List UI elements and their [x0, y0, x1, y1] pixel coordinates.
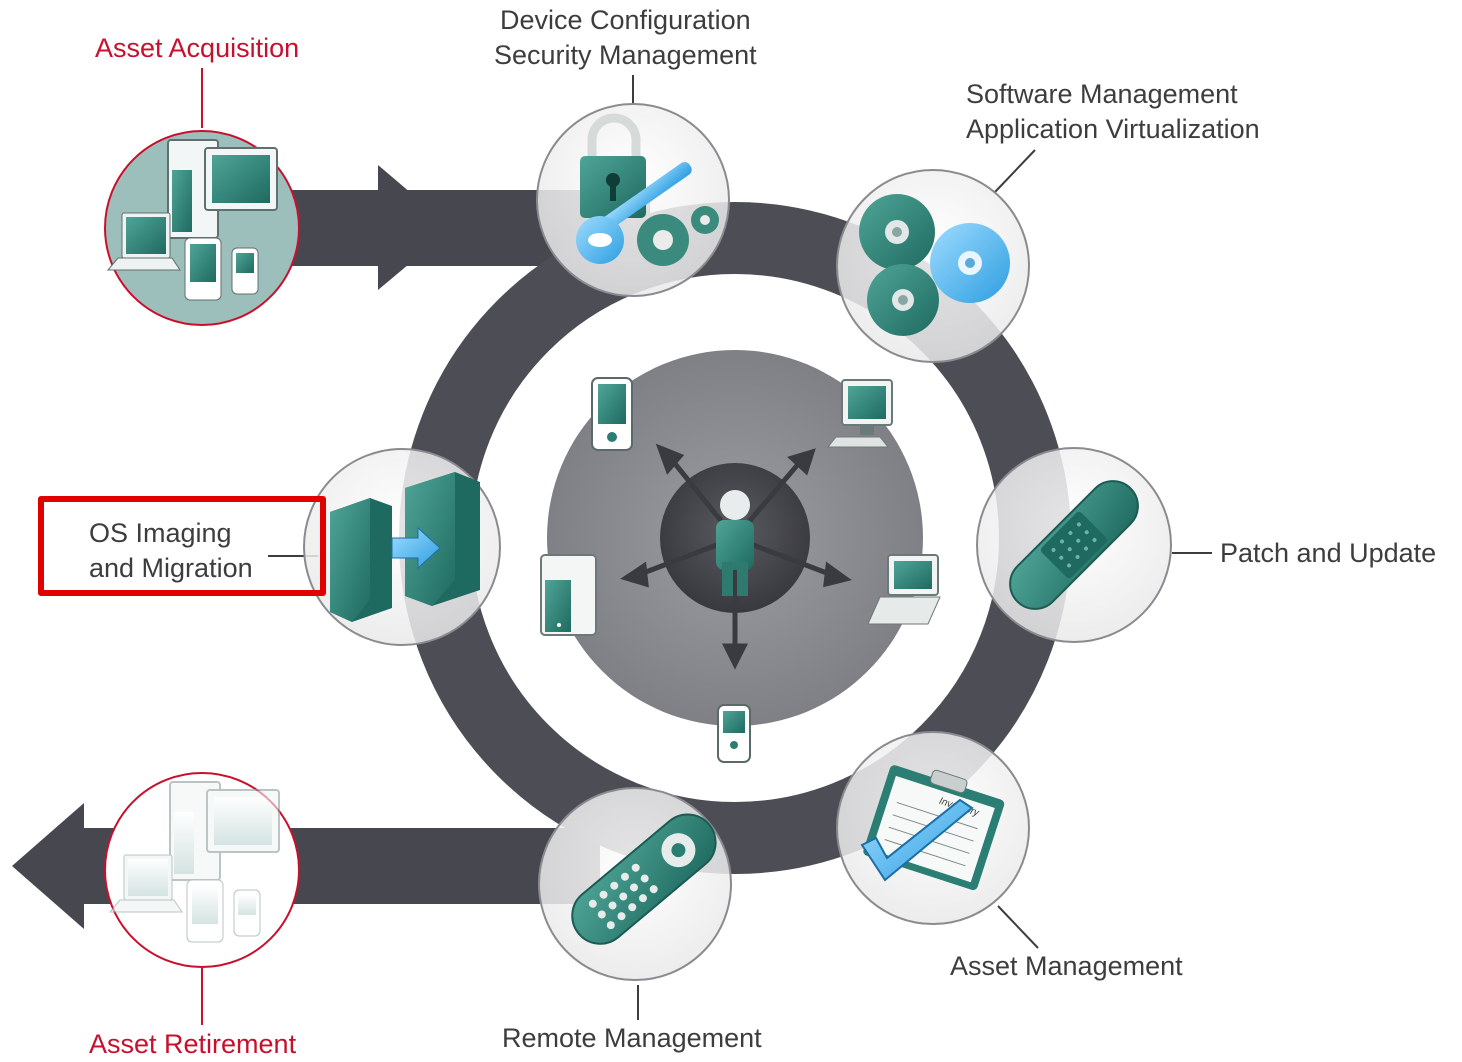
asset-retirement-node[interactable] [104, 772, 300, 968]
phone-icon [717, 704, 751, 763]
computer-devices-icon [106, 139, 278, 301]
os-imaging-line1: OS Imaging [89, 518, 232, 548]
software-management-label: Software Management Application Virtuali… [966, 77, 1260, 147]
asset-management-node[interactable]: Inventory [836, 731, 1030, 925]
remote-management-label: Remote Management [502, 1023, 762, 1053]
desktop-monitor-icon [826, 379, 893, 448]
security-management-node[interactable] [536, 103, 730, 297]
asset-acquisition-label: Asset Acquisition [95, 33, 300, 63]
laptop-icon [867, 554, 941, 625]
retirement-arrow [12, 803, 600, 929]
device-configuration-line1: Device Configuration [500, 5, 751, 35]
asset-retirement-label: Asset Retirement [89, 1029, 297, 1059]
lock-key-gear-icon [576, 113, 719, 266]
os-imaging-line2: and Migration [89, 553, 253, 583]
user-icon [716, 490, 754, 596]
pda-icon [591, 377, 633, 451]
patch-label: Patch and Update [1220, 538, 1437, 568]
software-management-node[interactable] [836, 169, 1030, 363]
bandage-icon [1009, 480, 1139, 610]
highlight-box [38, 496, 326, 596]
remote-management-node[interactable] [538, 787, 732, 981]
server-icon [540, 554, 597, 636]
disc-icon [859, 194, 1010, 336]
device-configuration-line2: Security Management [494, 40, 757, 70]
device-configuration-label: Device Configuration Security Management [494, 3, 757, 73]
patch-node[interactable] [976, 447, 1172, 643]
os-imaging-node[interactable] [303, 448, 501, 646]
os-imaging-label: OS Imaging and Migration [89, 516, 253, 586]
software-box-migration-icon [330, 472, 480, 622]
asset-management-label: Asset Management [950, 951, 1183, 981]
software-management-line1: Software Management [966, 79, 1238, 109]
software-management-line2: Application Virtualization [966, 114, 1260, 144]
asset-acquisition-node[interactable] [104, 130, 300, 326]
faded-computer-devices-icon [108, 781, 280, 943]
remote-control-icon [571, 813, 717, 945]
checkmark-icon [860, 798, 974, 882]
